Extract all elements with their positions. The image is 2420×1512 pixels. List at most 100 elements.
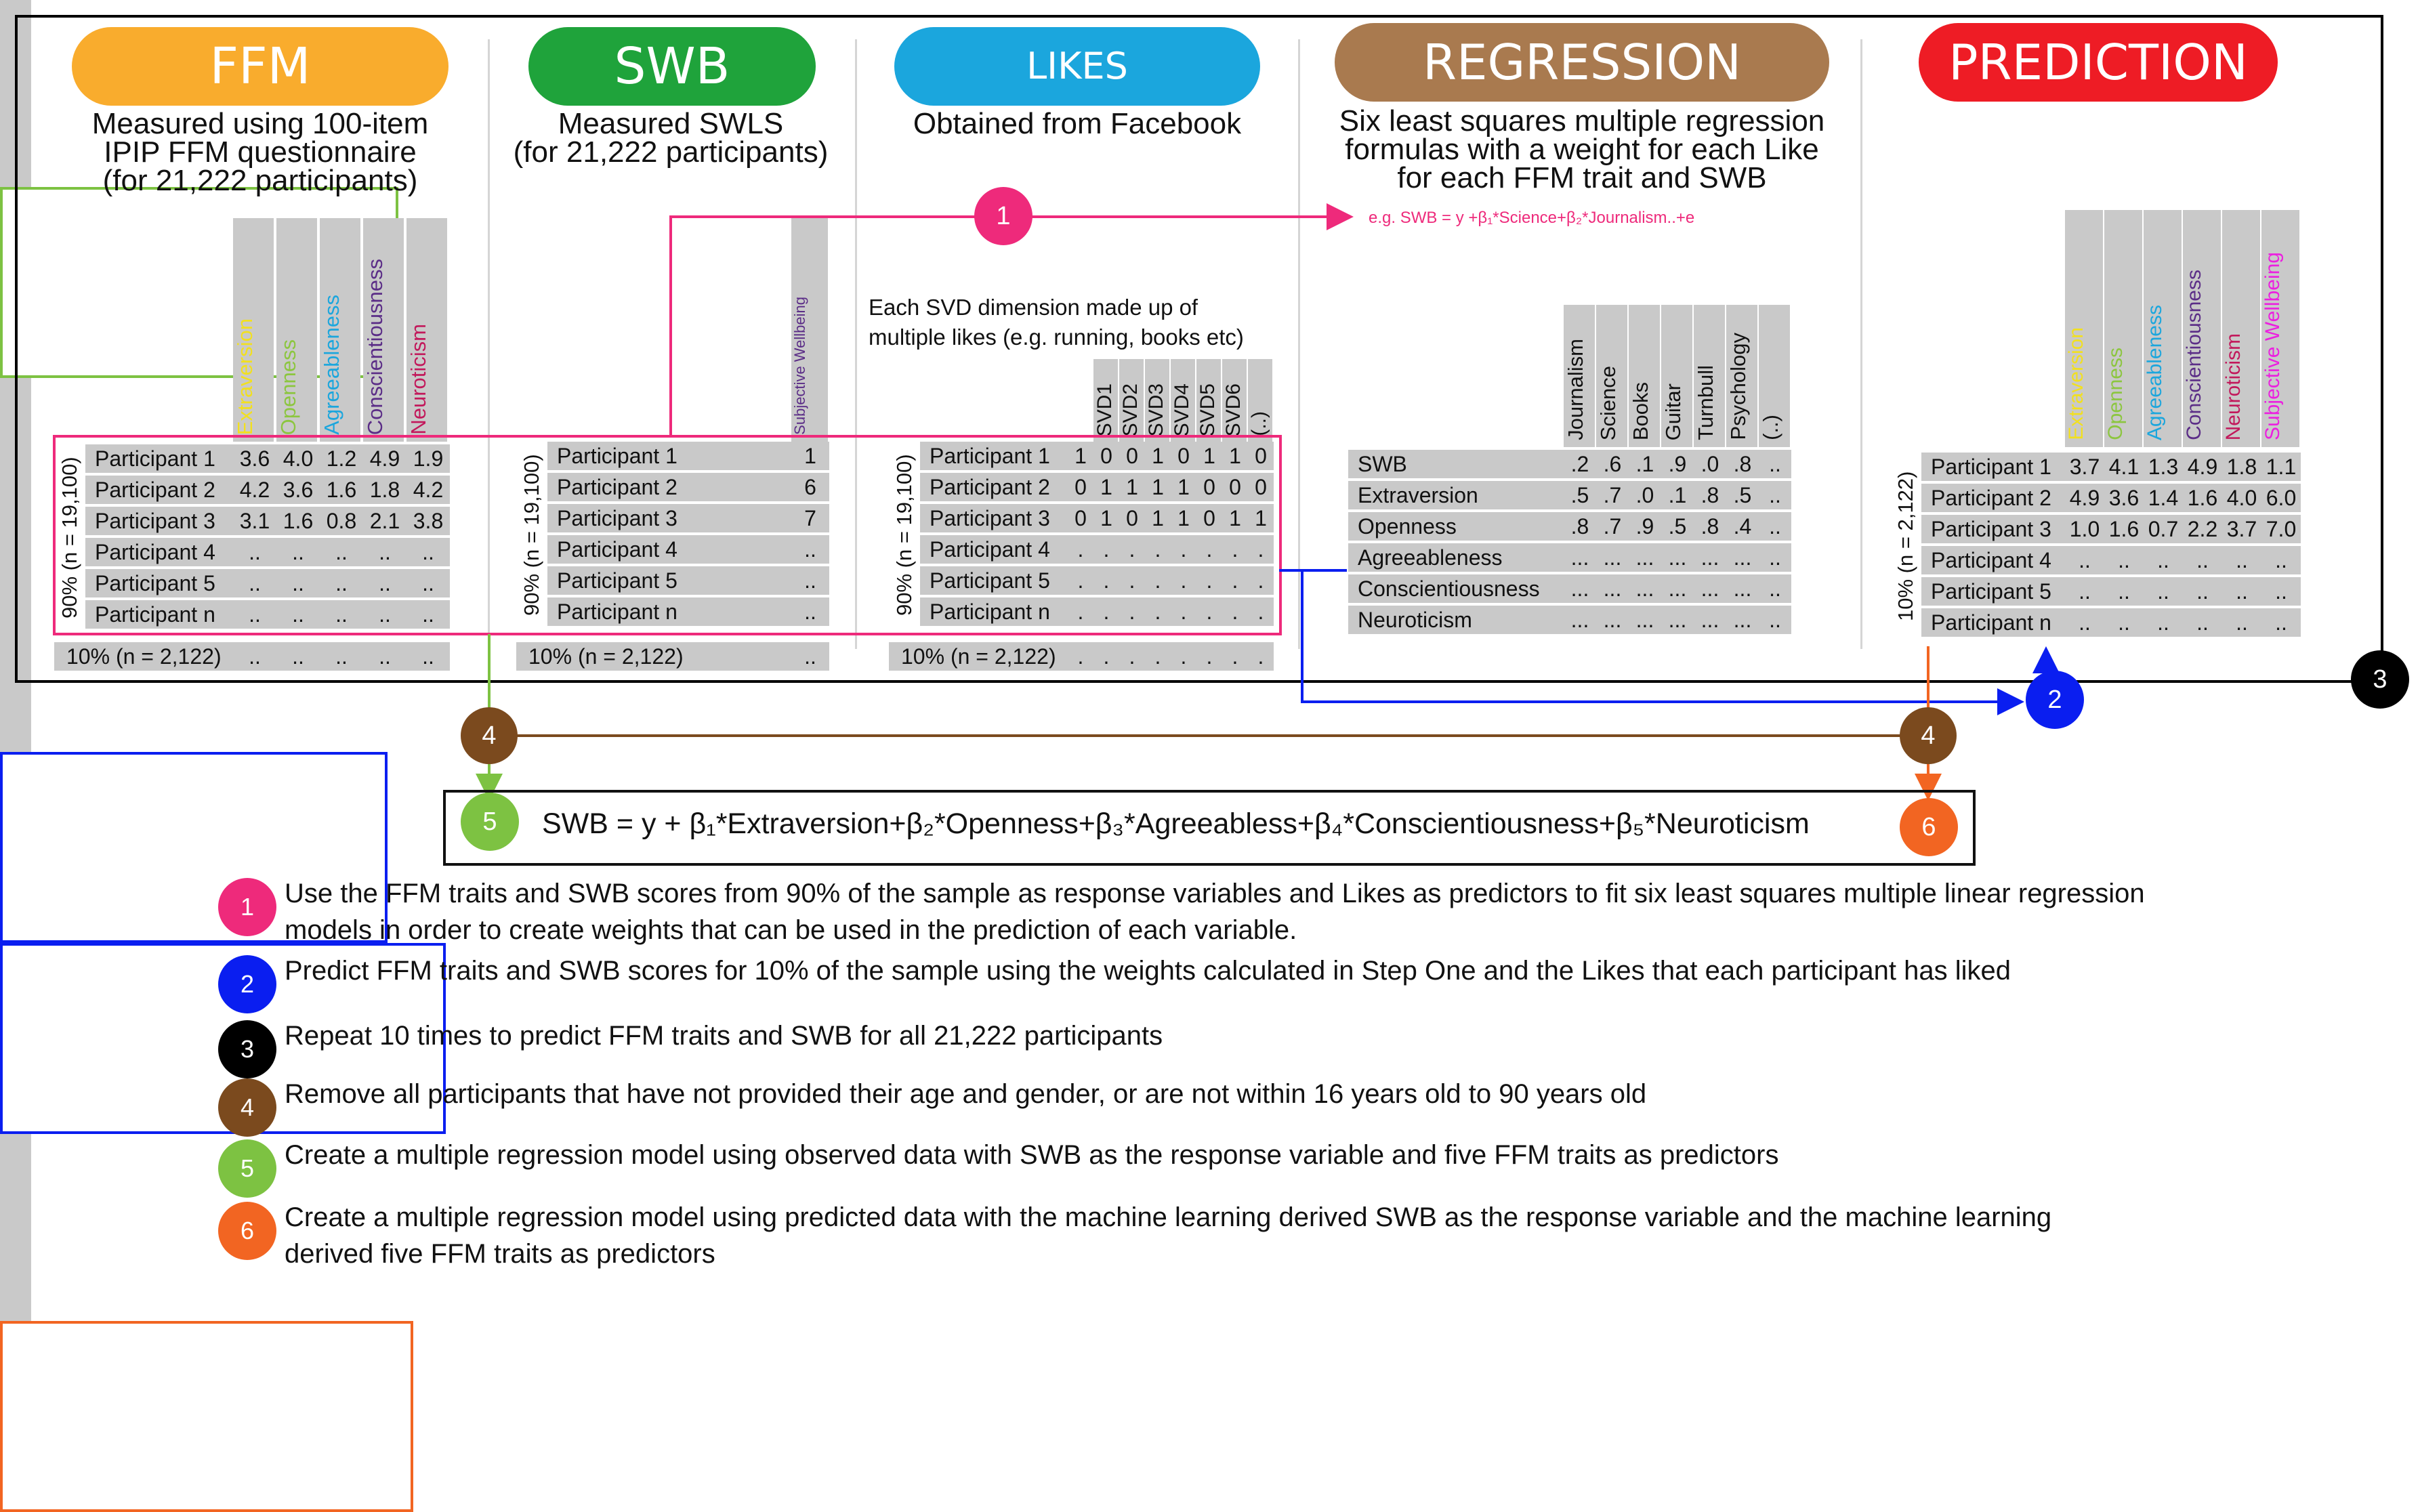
prediction-cell: 1.1 [2266, 454, 2297, 479]
regression-cell: .5 [1570, 482, 1589, 507]
regression-header-4: Turnbull [1694, 305, 1725, 447]
regression-pill: REGRESSION [1335, 23, 1829, 102]
prediction-cell: 1.0 [2069, 516, 2100, 541]
regression-cell: ... [1570, 545, 1589, 570]
regression-row: Agreeableness.................... [1348, 543, 1791, 572]
likes-row-name: Participant 5 [930, 568, 1050, 593]
likes-header-4: SVD5 [1196, 359, 1221, 443]
regression-cell: .9 [1635, 513, 1654, 539]
likes-cell: . [1077, 568, 1084, 593]
ffm-cell: 4.2 [239, 477, 270, 502]
prediction-cell: 1.6 [2108, 516, 2140, 541]
regression-row: Conscientiousness.................... [1348, 574, 1791, 603]
regression-cell: .. [1769, 545, 1781, 570]
prediction-row-name: Participant n [1931, 610, 2051, 635]
regression-cell: ... [1603, 607, 1622, 632]
prediction-cell: 1.3 [2148, 454, 2179, 479]
regression-row-name: Extraversion [1358, 482, 1478, 507]
ffm-cell: 3.8 [413, 508, 444, 533]
regression-cell: .5 [1668, 513, 1687, 539]
ffm-cell: .. [249, 570, 261, 595]
prediction-header-4: Neuroticism [2222, 210, 2260, 447]
connector-lines [53, 203, 2060, 801]
ffm-header-0: Extraversion [233, 218, 274, 442]
swb-row-name: Participant 5 [557, 568, 677, 593]
ffm-footer-cell: .. [379, 644, 391, 669]
legend-step-3-marker: 3 [218, 1020, 276, 1078]
column-divider [488, 39, 490, 649]
ffm-cell: 1.2 [326, 446, 357, 471]
likes-cell: . [1129, 568, 1135, 593]
ffm-footer-cell: .. [422, 644, 434, 669]
likes-header-6: (..) [1248, 359, 1272, 443]
regression-row-name: Openness [1358, 513, 1457, 539]
step6-marker: 6 [1900, 798, 1958, 856]
swb-row: Participant 3 7 [547, 504, 829, 532]
prediction-cell: 4.1 [2108, 454, 2140, 479]
swb-row: Participant 5.. [547, 566, 829, 595]
swb-row: Participant n.. [547, 597, 829, 626]
prediction-header-3: Conscientiousness [2183, 210, 2221, 447]
legend-step-5-text: Create a multiple regression model using… [285, 1140, 1779, 1170]
ffm-row: Participant 4.......... [85, 538, 450, 566]
step4-marker-right: 4 [1900, 707, 1957, 764]
regression-cell: ... [1668, 576, 1687, 601]
prediction-cell: .. [2196, 610, 2209, 635]
likes-cell: 0 [1177, 443, 1190, 468]
legend-step-1-marker: 1 [218, 878, 276, 936]
likes-footer-label: 10% (n = 2,122) [901, 644, 1056, 669]
likes-footer-cell: . [1232, 644, 1238, 669]
likes-row-name: Participant 3 [930, 505, 1050, 530]
swb-row-name: Participant 3 [557, 505, 677, 530]
likes-header-0: SVD1 [1093, 359, 1118, 443]
swb-cell: .. [804, 568, 816, 593]
prediction-cell: .. [2196, 579, 2209, 604]
regression-cell: ... [1733, 607, 1752, 632]
ffm-row-name: Participant 4 [95, 539, 215, 564]
legend-step-4-text: Remove all participants that have not pr… [285, 1079, 1647, 1109]
likes-cell: . [1129, 537, 1135, 562]
likes-header-2: SVD3 [1145, 359, 1169, 443]
regression-cell: ... [1701, 607, 1719, 632]
regression-cell: .1 [1635, 451, 1654, 476]
likes-cell: 0 [1255, 474, 1267, 499]
likes-cell: . [1103, 537, 1110, 562]
regression-cell: ... [1733, 576, 1752, 601]
likes-cell: . [1257, 537, 1264, 562]
regression-cell: .. [1769, 607, 1781, 632]
swb-pill: SWB [528, 27, 816, 106]
ffm-row-name: Participant 5 [95, 570, 215, 595]
ffm-cell: .. [422, 539, 434, 564]
formula-box [443, 790, 1976, 866]
likes-cell: 1 [1152, 443, 1164, 468]
swb-footer-label: 10% (n = 2,122) [528, 644, 684, 669]
prediction-cell: .. [2275, 547, 2287, 572]
ffm-cell: .. [422, 570, 434, 595]
prediction-row-name: Participant 4 [1931, 547, 2051, 572]
regression-cell: ... [1701, 545, 1719, 570]
swb-cell: 7 [804, 505, 816, 530]
ffm-cell: .. [379, 570, 391, 595]
prediction-outline [0, 1321, 413, 1512]
prediction-cell: 7.0 [2266, 516, 2297, 541]
regression-cell: .8 [1701, 513, 1719, 539]
regression-cell: .2 [1570, 451, 1589, 476]
regression-row: Extraversion.5.7.0.1.8.5.. [1348, 481, 1791, 509]
likes-cell: 0 [1203, 474, 1215, 499]
likes-cell: 0 [1075, 505, 1087, 530]
likes-cell: 1 [1229, 443, 1241, 468]
swb-row-name: Participant 2 [557, 474, 677, 499]
ffm-row: Participant 5.......... [85, 569, 450, 597]
likes-cell: 1 [1152, 474, 1164, 499]
ffm-header-4: Neuroticism [406, 218, 447, 442]
ffm-cell: .. [335, 539, 348, 564]
regression-cell: .0 [1635, 482, 1654, 507]
regression-cell: .8 [1733, 451, 1752, 476]
regression-cell: .8 [1570, 513, 1589, 539]
prediction-cell: 1.6 [2187, 485, 2218, 510]
prediction-cell: .. [2079, 579, 2091, 604]
step1-marker: 1 [974, 187, 1032, 245]
swb-footer-row: 10% (n = 2,122).. [516, 642, 829, 671]
